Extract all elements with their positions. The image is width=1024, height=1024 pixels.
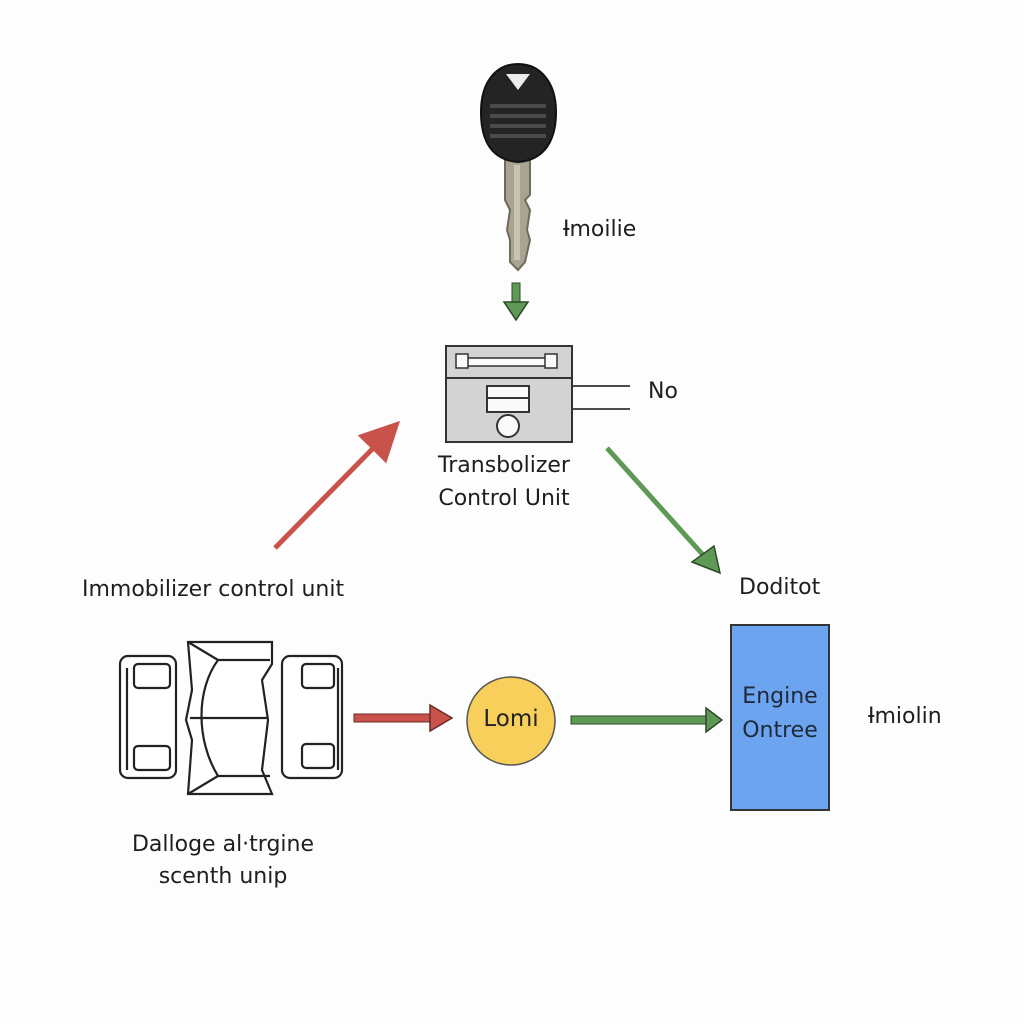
engine-box-line2: Ontree bbox=[742, 718, 818, 743]
lomi-circle bbox=[466, 676, 556, 766]
engine-box-line1: Engine bbox=[742, 684, 818, 709]
unit-side-label: No bbox=[648, 379, 678, 404]
key-label: Ɨmoilie bbox=[563, 217, 637, 242]
control-unit-icon bbox=[445, 345, 630, 443]
arrow-key-to-unit bbox=[502, 282, 530, 322]
engine-icon bbox=[118, 640, 344, 796]
engine-control-box bbox=[730, 624, 830, 811]
arrow-circle-to-engine bbox=[570, 706, 724, 734]
arrow-unit-to-engine bbox=[605, 446, 722, 575]
engine-desc-line1: Dalloge al·trgine bbox=[131, 832, 315, 857]
output-label: Doditot bbox=[739, 575, 821, 600]
immobilizer-label: Immobilizer control unit bbox=[82, 577, 345, 602]
unit-title-line2: Control Unit bbox=[438, 486, 570, 511]
engine-box-label: Engine Ontree bbox=[731, 680, 829, 748]
unit-title-line1: Transbolizer bbox=[438, 453, 570, 478]
right-label: Ɨmiolin bbox=[868, 704, 942, 729]
circle-label: Lomi bbox=[483, 706, 539, 732]
arrow-engine-to-circle bbox=[353, 703, 454, 733]
engine-desc-line2: scenth unip bbox=[158, 864, 288, 889]
arrow-immobilizer-to-unit bbox=[273, 420, 401, 550]
car-key-icon bbox=[479, 62, 558, 272]
